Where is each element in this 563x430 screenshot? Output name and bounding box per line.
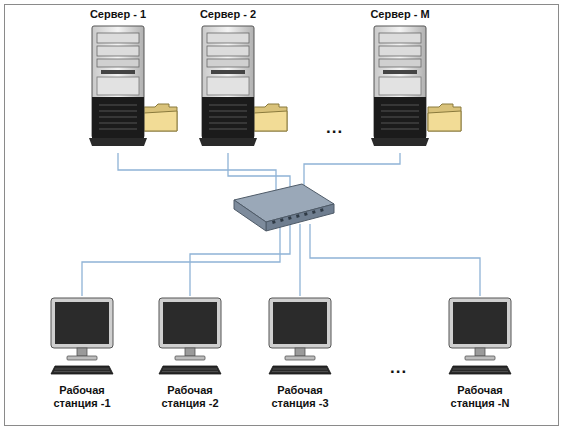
server-tower [89,25,147,147]
workstation-label: Рабочая станция -1 [51,384,113,410]
network-switch [232,182,336,232]
workstation-label: Рабочая станция -3 [269,384,331,410]
network-cable [299,224,300,296]
network-cable [190,224,290,296]
server-label: Сервер - M [360,8,440,21]
workstation-label: Рабочая станция -N [449,384,511,410]
network-cable [304,153,400,192]
workstation-node: Рабочая станция -1 [37,296,127,418]
server-node: Сервер - 2 [188,8,268,153]
server-label: Сервер - 2 [188,8,268,21]
network-cable [82,224,280,296]
workstation-label: Рабочая станция -2 [159,384,221,410]
workstation-node: Рабочая станция -3 [255,296,345,418]
workstation-monitor [447,296,513,378]
network-cable [310,224,480,296]
server-label: Сервер - 1 [78,8,158,21]
folder-icon [427,101,463,133]
folder-icon [253,101,289,133]
network-cable [118,153,276,192]
ellipsis-label: ... [326,118,343,138]
workstation-node: Рабочая станция -N [435,296,525,418]
server-node: Сервер - 1 [78,8,158,153]
workstation-monitor [49,296,115,378]
network-cable [228,153,290,192]
workstation-monitor [267,296,333,378]
workstation-monitor [157,296,223,378]
workstation-node: Рабочая станция -2 [145,296,235,418]
server-tower [199,25,257,147]
server-tower [371,25,429,147]
server-node: Сервер - M [360,8,440,153]
ellipsis-label: ... [390,358,407,378]
switch-node [232,182,336,232]
folder-icon [143,101,179,133]
